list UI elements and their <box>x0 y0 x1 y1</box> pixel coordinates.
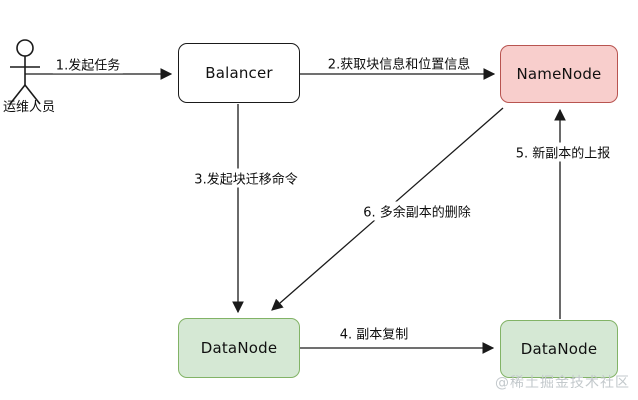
node-balancer: Balancer <box>178 43 300 103</box>
node-namenode: NameNode <box>500 45 618 103</box>
node-datanode-right: DataNode <box>500 320 618 378</box>
edge-1-label: 1.发起任务 <box>52 54 124 74</box>
operator-actor-label: 运维人员 <box>2 100 56 115</box>
edge-6-label: 6. 多余副本的删除 <box>360 201 474 221</box>
edge-2-label: 2.获取块信息和位置信息 <box>324 53 474 73</box>
edge-3-label: 3.发起块迁移命令 <box>191 168 301 188</box>
node-datanode-left: DataNode <box>178 318 300 378</box>
edge-5-label: 5. 新副本的上报 <box>512 142 614 162</box>
edge-4-label: 4. 副本复制 <box>336 323 412 343</box>
juejin-watermark: @稀土掘金技术社区 <box>495 375 630 391</box>
operator-actor-icon <box>9 39 41 105</box>
